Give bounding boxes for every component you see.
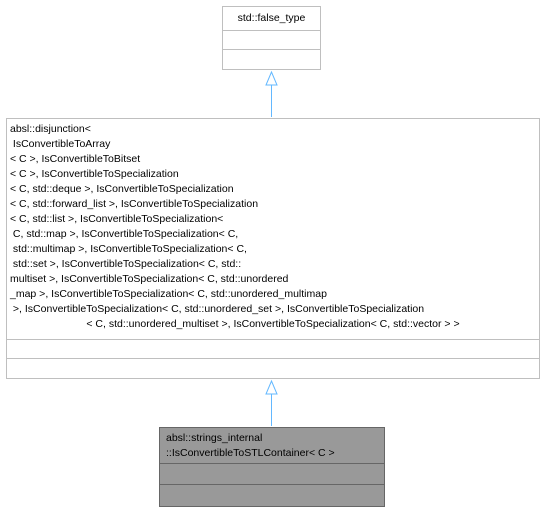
title-line: < C, std::list >, IsConvertibleToSpecial…	[10, 213, 224, 225]
title-line: >, IsConvertibleToSpecialization< C, std…	[10, 303, 425, 315]
title-line: < C >, IsConvertibleToBitset	[10, 153, 141, 165]
inheritance-arrow-bot-to-mid	[265, 379, 278, 426]
class-node-is-convertible-to-stl-container[interactable]: absl::strings_internal ::IsConvertibleTo…	[159, 427, 385, 507]
class-node-title: absl::disjunction< IsConvertibleToArray …	[7, 119, 539, 340]
class-node-false-type[interactable]: std::false_type	[222, 6, 321, 70]
title-line: < C, std::forward_list >, IsConvertibleT…	[10, 198, 259, 210]
attributes-section	[160, 464, 384, 485]
title-line: < C >, IsConvertibleToSpecialization	[10, 168, 179, 180]
attributes-section	[223, 31, 320, 50]
title-line: multiset >, IsConvertibleToSpecializatio…	[10, 273, 289, 285]
title-line: ::IsConvertibleToSTLContainer< C >	[166, 447, 335, 459]
title-line: absl::disjunction<	[10, 123, 91, 135]
class-node-title: absl::strings_internal ::IsConvertibleTo…	[160, 428, 384, 464]
title-line: std::set >, IsConvertibleToSpecializatio…	[10, 258, 242, 270]
title-line: std::multimap >, IsConvertibleToSpeciali…	[10, 243, 247, 255]
class-node-disjunction[interactable]: absl::disjunction< IsConvertibleToArray …	[6, 118, 540, 379]
title-line: < C, std::deque >, IsConvertibleToSpecia…	[10, 183, 234, 195]
title-line: C, std::map >, IsConvertibleToSpecializa…	[10, 228, 239, 240]
title-line: absl::strings_internal	[166, 432, 263, 444]
inheritance-arrow-mid-to-top	[265, 70, 278, 117]
attributes-section	[7, 340, 539, 359]
title-line: < C, std::unordered_multiset >, IsConver…	[86, 318, 460, 330]
title-line: _map >, IsConvertibleToSpecialization< C…	[10, 288, 327, 300]
title-line: IsConvertibleToArray	[10, 138, 111, 150]
class-node-title: std::false_type	[223, 7, 320, 31]
